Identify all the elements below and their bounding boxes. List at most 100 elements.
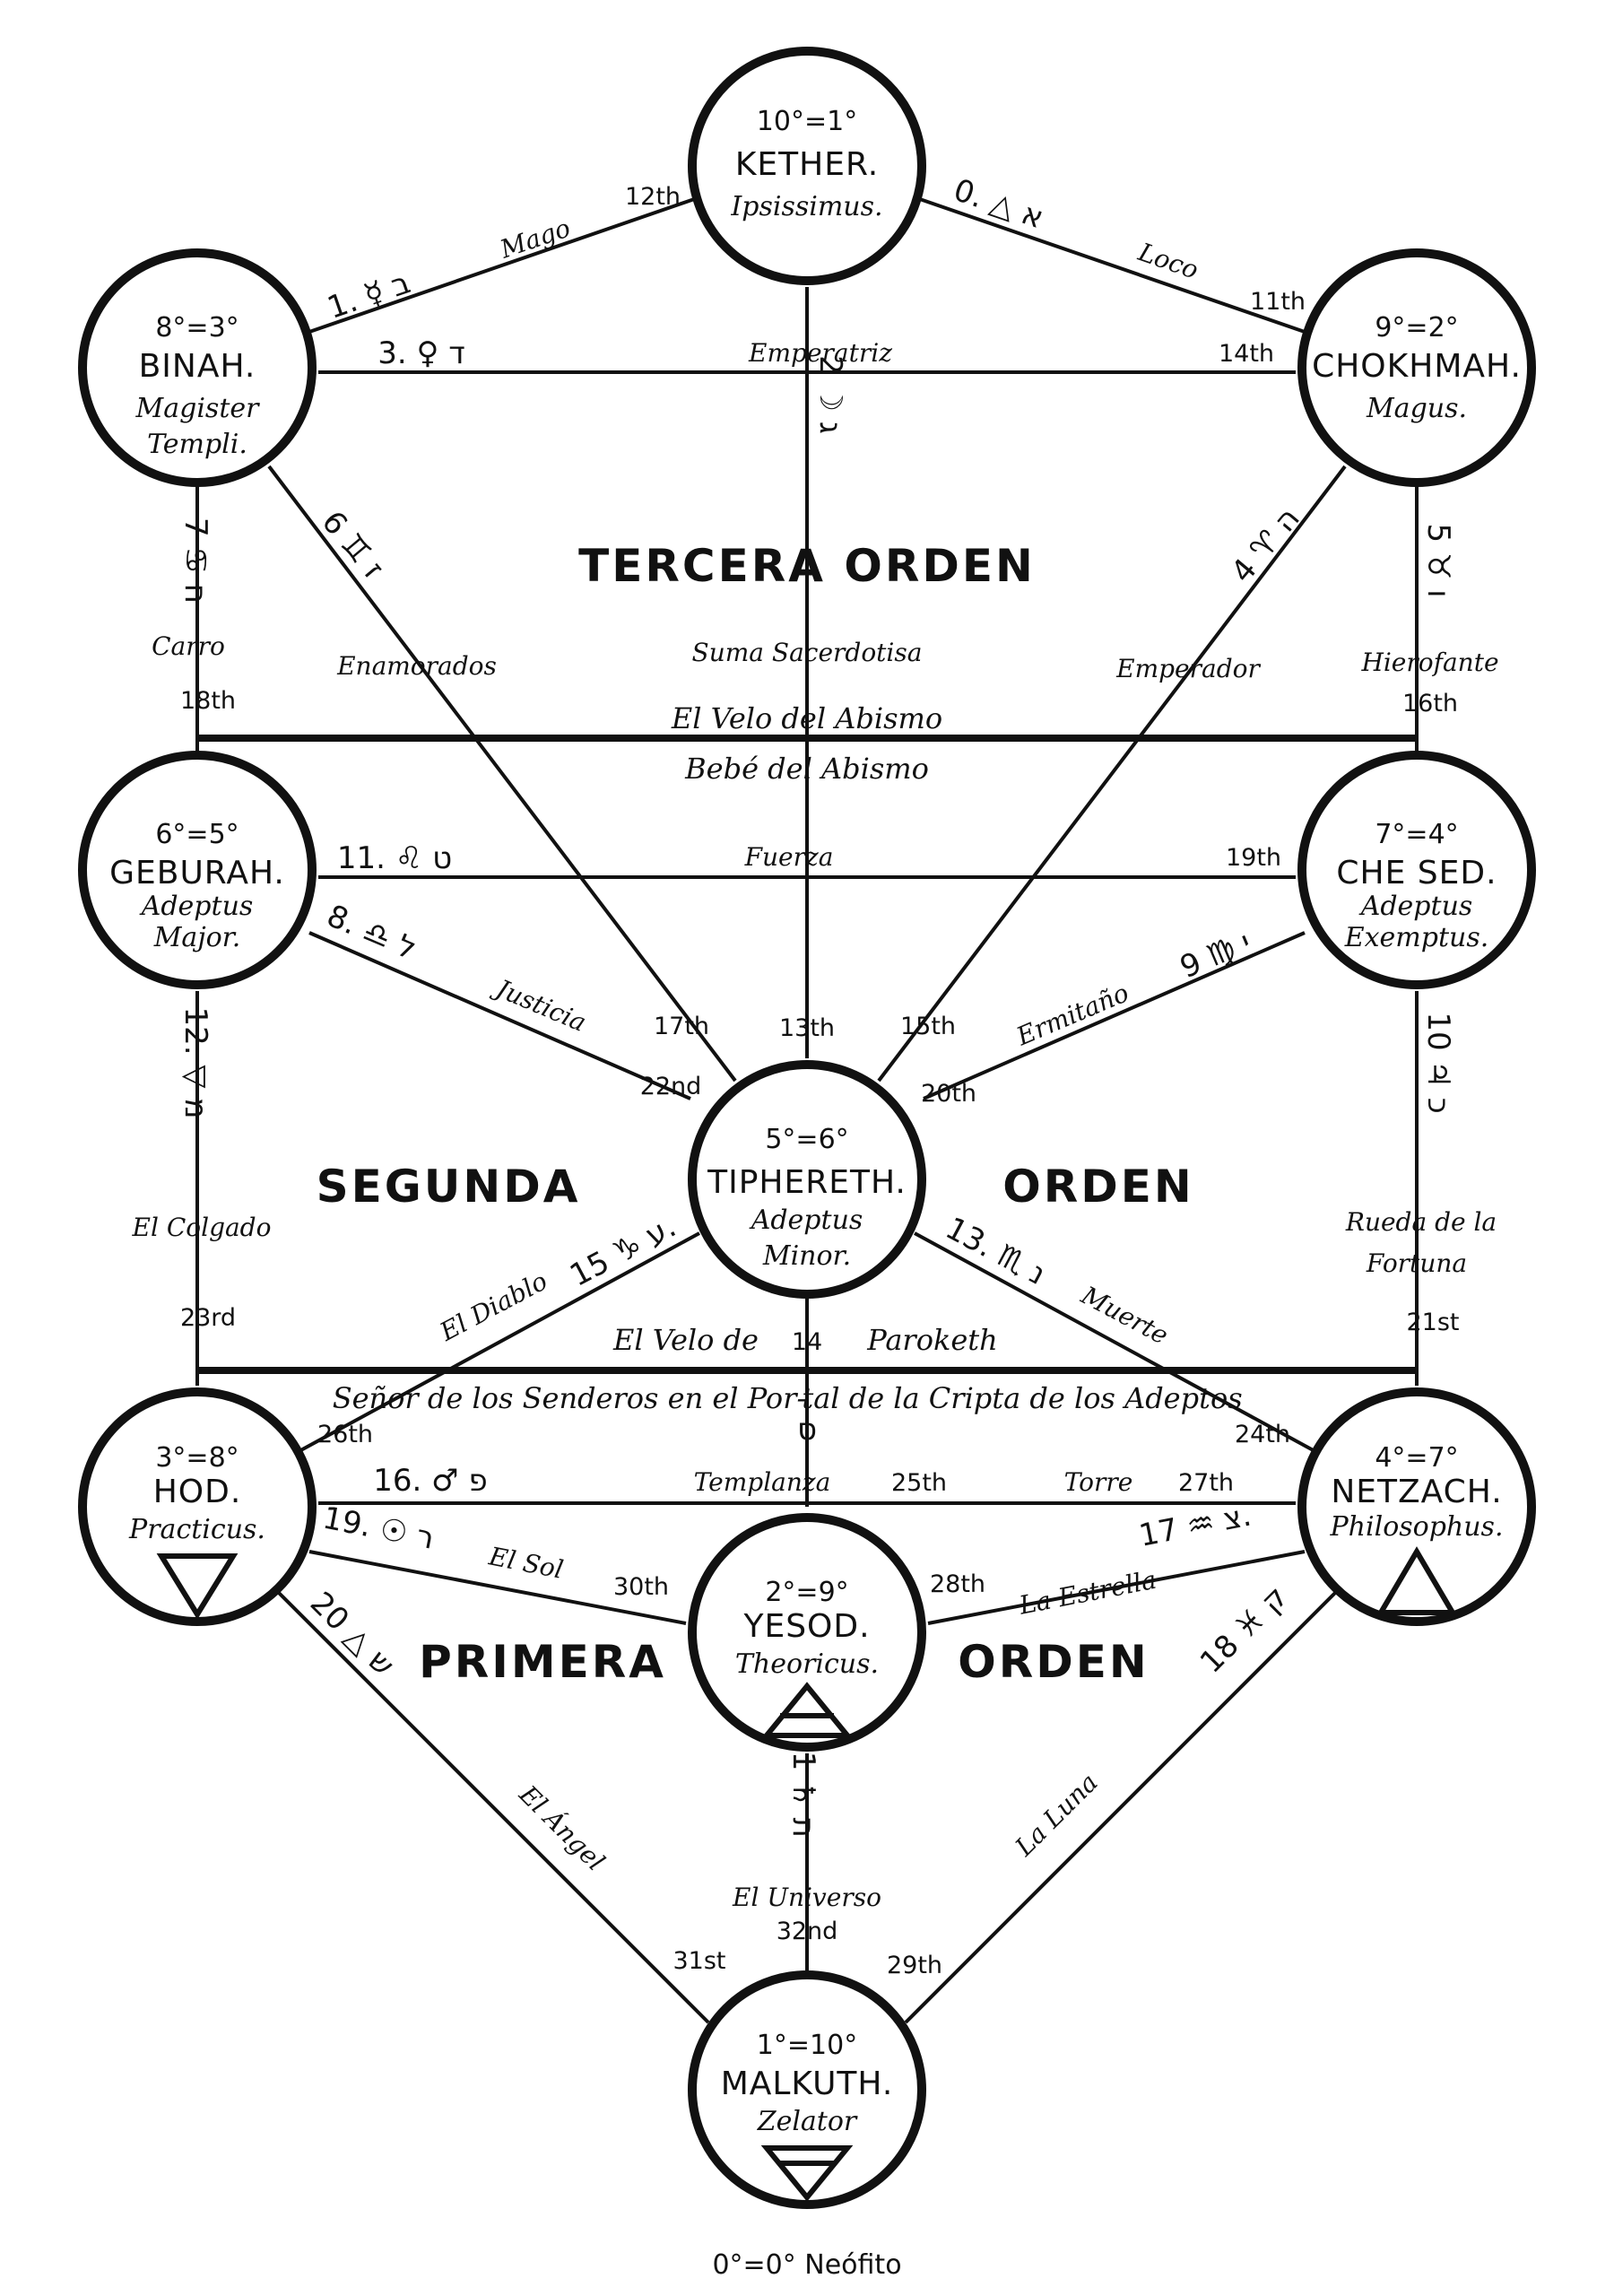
earth-triangle-icon bbox=[760, 2145, 854, 2202]
path-carro-sym: 7 ♋ ח bbox=[178, 517, 213, 604]
netzach-name: NETZACH. bbox=[1331, 1474, 1502, 1510]
path-angel-label: El Ángel bbox=[513, 1779, 611, 1876]
tiphereth-name: TIPHERETH. bbox=[707, 1164, 907, 1201]
path-universo-num: 32nd bbox=[777, 1918, 838, 1945]
binah-title-1: Magister bbox=[135, 393, 261, 424]
path-loco-line bbox=[914, 196, 1306, 334]
sephira-kether: 10°=1° KETHER. Ipsissimus. bbox=[688, 47, 926, 285]
path-torre-sym: 16. ♂ פ bbox=[373, 1463, 487, 1499]
path-rueda-label-2: Fortuna bbox=[1366, 1248, 1467, 1278]
path-luna-label: La Luna bbox=[1009, 1768, 1104, 1863]
paths-layer bbox=[195, 196, 1419, 2024]
path-angel-line bbox=[258, 1572, 710, 2024]
path-sol-sym: 19. ☉ ר bbox=[320, 1500, 438, 1557]
kether-name: KETHER. bbox=[735, 146, 879, 183]
path-enamorados-num: 17th bbox=[654, 1013, 709, 1040]
path-suma-sym: 2 ☽ ג bbox=[812, 355, 848, 434]
geburah-title-1: Adeptus bbox=[139, 891, 254, 922]
path-rueda-label-1: Rueda de la bbox=[1345, 1207, 1497, 1237]
netzach-grade: 4°=7° bbox=[1375, 1442, 1458, 1474]
path-estrella-sym: צ ♒ 17. bbox=[1136, 1498, 1254, 1554]
sephira-geburah: 6°=5° GEBURAH. Adeptus Major. bbox=[78, 751, 317, 989]
path-sol-line bbox=[308, 1550, 687, 1625]
hod-title: Practicus. bbox=[128, 1514, 265, 1545]
path-emperador-num: 15th bbox=[900, 1013, 956, 1040]
yesod-grade: 2°=9° bbox=[765, 1577, 848, 1608]
sephira-binah: 8°=3° BINAH. Magister Templi. bbox=[78, 248, 317, 487]
path-enamorados-line bbox=[267, 465, 737, 1083]
geburah-grade: 6°=5° bbox=[155, 819, 239, 850]
path-diablo-num: 26th bbox=[317, 1421, 373, 1448]
path-emperatriz-num: 14th bbox=[1219, 340, 1274, 368]
path-justicia-line bbox=[308, 931, 691, 1100]
path-fuerza-sym: 11. ♌ ט bbox=[337, 840, 452, 876]
path-colgado-num: 23rd bbox=[180, 1304, 236, 1332]
kether-grade: 10°=1° bbox=[757, 106, 857, 137]
path-estrella-num: 28th bbox=[930, 1570, 985, 1598]
malkuth-title: Zelator bbox=[757, 2106, 858, 2137]
chokhmah-grade: 9°=2° bbox=[1375, 312, 1458, 344]
path-luna-sym: ק ♓ 18 bbox=[1193, 1579, 1295, 1681]
path-templanza-sym: ס bbox=[797, 1412, 817, 1448]
path-sol-label: El Sol bbox=[486, 1541, 566, 1584]
veil-senor-label-2: tal de la Cripta de los Adeptos bbox=[802, 1381, 1242, 1415]
path-rueda-num: 21st bbox=[1406, 1309, 1459, 1336]
path-emperador-line bbox=[877, 465, 1347, 1083]
path-angel-sym: 20 △ ש bbox=[303, 1585, 402, 1683]
path-fuerza-num: 19th bbox=[1226, 844, 1281, 872]
path-emperador-label: Emperador bbox=[1115, 654, 1261, 683]
path-sol-num: 30th bbox=[613, 1573, 669, 1601]
veil-abismo-label: El Velo del Abismo bbox=[671, 701, 942, 735]
veil-bebe-label: Bebé del Abismo bbox=[684, 752, 929, 786]
path-emperatriz-label: Emperatriz bbox=[748, 338, 892, 368]
path-suma-num: 13th bbox=[779, 1014, 835, 1042]
path-muerte-line bbox=[914, 1231, 1319, 1455]
path-colgado-sym: 12. ▽ מ bbox=[178, 1007, 213, 1119]
sephira-yesod: 2°=9° YESOD. Theoricus. bbox=[688, 1513, 926, 1752]
order-primera-left: PRIMERA bbox=[419, 1636, 666, 1688]
veil-paroketh-num: 14 bbox=[792, 1328, 822, 1356]
yesod-title: Theoricus. bbox=[735, 1648, 879, 1680]
path-hierofante-num: 16th bbox=[1402, 690, 1458, 718]
air-triangle-icon bbox=[760, 1682, 854, 1738]
path-mago-label: Mago bbox=[496, 213, 574, 265]
sephira-netzach: 4°=7° NETZACH. Philosophus. bbox=[1297, 1387, 1536, 1626]
path-carro-label: Carro bbox=[152, 631, 225, 661]
netzach-title: Philosophus. bbox=[1330, 1511, 1504, 1543]
veil-senor-label: Señor de los Senderos en el Por- bbox=[333, 1381, 807, 1415]
geburah-name: GEBURAH. bbox=[109, 855, 285, 891]
sephira-hod: 3°=8° HOD. Practicus. bbox=[78, 1387, 317, 1626]
malkuth-grade: 1°=10° bbox=[757, 2030, 857, 2061]
path-templanza-label: Templanza bbox=[694, 1467, 831, 1497]
sephira-tiphereth: 5°=6° TIPHERETH. Adeptus Minor. bbox=[688, 1060, 926, 1299]
path-emperatriz-sym: 3. ♀ ד bbox=[377, 335, 465, 371]
sephira-chokhmah: 9°=2° CHOKHMAH. Magus. bbox=[1297, 248, 1536, 487]
path-estrella-label: La Estrella bbox=[1016, 1565, 1158, 1621]
path-diablo-line bbox=[295, 1231, 700, 1455]
path-colgado-label: El Colgado bbox=[132, 1213, 272, 1242]
kether-title: Ipsissimus. bbox=[730, 191, 882, 222]
chesed-title-1: Adeptus bbox=[1358, 891, 1473, 922]
path-justicia-sym: 8. ♎ ל bbox=[322, 898, 421, 967]
path-hierofante-label: Hierofante bbox=[1360, 648, 1498, 677]
path-rueda-sym: 10 ♃ כ bbox=[1420, 1012, 1456, 1113]
path-angel-num: 31st bbox=[672, 1947, 725, 1975]
path-ermitano-line bbox=[923, 931, 1306, 1100]
fire-triangle-icon bbox=[1375, 1546, 1458, 1615]
veil-paroketh-right: Paroketh bbox=[866, 1323, 998, 1357]
path-muerte-label: Muerte bbox=[1076, 1280, 1174, 1351]
geburah-title-2: Major. bbox=[153, 922, 241, 953]
path-enamorados-label: Enamorados bbox=[336, 651, 497, 681]
hod-name: HOD. bbox=[153, 1474, 242, 1510]
water-triangle-icon bbox=[156, 1553, 239, 1620]
yesod-name: YESOD. bbox=[742, 1608, 870, 1645]
path-luna-line bbox=[904, 1572, 1356, 2024]
order-segunda-left: SEGUNDA bbox=[317, 1161, 581, 1213]
path-ermitano-sym: י ♍ 9 bbox=[1175, 925, 1256, 987]
path-templanza-num: 25th bbox=[891, 1469, 947, 1497]
path-justicia-num: 22nd bbox=[640, 1073, 702, 1100]
path-universo-label: El Universo bbox=[732, 1883, 881, 1912]
chokhmah-title: Magus. bbox=[1366, 393, 1467, 424]
chesed-grade: 7°=4° bbox=[1375, 819, 1458, 850]
